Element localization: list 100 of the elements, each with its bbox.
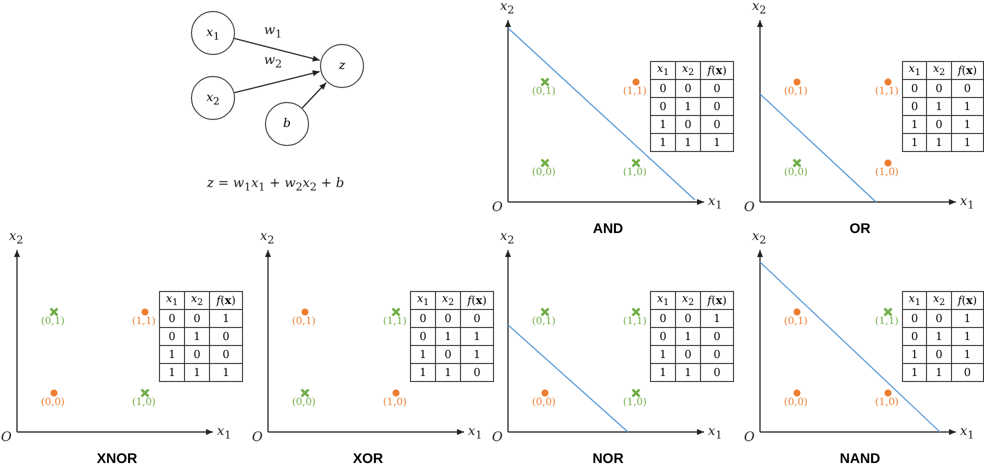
table-cell: 1 [951, 98, 984, 116]
table-cell: 0 [926, 116, 952, 134]
header-cell: f(x) [951, 62, 984, 80]
arrow [302, 82, 327, 108]
table-cell: 0 [436, 346, 460, 364]
header-cell: f(x) [210, 292, 242, 310]
point-label: (0,1) [532, 86, 556, 97]
table-cell: 0 [700, 98, 734, 116]
table-cell: 1 [650, 134, 676, 152]
point-label: (1,0) [623, 397, 647, 408]
point-label: (1,0) [623, 167, 647, 178]
table-cell: 0 [926, 346, 952, 364]
table-cell: 0 [410, 328, 436, 346]
header-cell: x$_{2}$ [436, 292, 460, 310]
table-cell: 0 [160, 328, 184, 346]
table-cell: 1 [460, 346, 494, 364]
header-cell: x$_{2}$ [676, 292, 700, 310]
header-cell: x$_{2}$ [184, 292, 210, 310]
header-cell: f(x) [700, 292, 734, 310]
table-cell: 0 [700, 328, 734, 346]
table-cell: 0 [902, 328, 927, 346]
point-label: (1,1) [383, 316, 407, 327]
table-cell: 0 [460, 364, 494, 382]
point-label: (1,0) [383, 397, 407, 408]
axis-label: x$_{2}$ [500, 0, 514, 17]
table-cell: 1 [210, 364, 242, 382]
circle-node: x$_{1}$ [191, 11, 235, 55]
table-cell: 1 [902, 364, 927, 382]
table-cell: 1 [676, 328, 700, 346]
edge-label: w$_{2}$ [264, 53, 282, 71]
table-cell: 1 [951, 346, 984, 364]
table-cell: 0 [210, 346, 242, 364]
table-cell: 1 [460, 328, 494, 346]
table-cell: 1 [676, 364, 700, 382]
table-cell: 1 [951, 310, 984, 328]
point-label: (0,1) [41, 316, 65, 327]
table-cell: 0 [676, 346, 700, 364]
axis-label: x$_{1}$ [708, 194, 722, 212]
table-cell: 0 [902, 98, 927, 116]
origin-label: O [744, 200, 755, 215]
axis-label: x$_{2}$ [500, 229, 514, 247]
header-cell: f(x) [460, 292, 494, 310]
axis-label: x$_{2}$ [9, 229, 24, 247]
chart-title: NOR [592, 450, 624, 464]
table-cell: 1 [926, 364, 952, 382]
table-cell: 0 [951, 80, 984, 98]
table-cell: 0 [650, 98, 676, 116]
table-cell: 1 [676, 98, 700, 116]
table-cell: 1 [436, 364, 460, 382]
table-cell: 0 [410, 310, 436, 328]
origin-label: O [492, 430, 503, 445]
table-cell: 0 [700, 80, 734, 98]
header-cell: x$_{1}$ [902, 292, 927, 310]
table-cell: 1 [902, 346, 927, 364]
point-label: (0,0) [784, 167, 808, 178]
formula: z = w$_{1}$x$_{1}$ + w$_{2}$x$_{2}$ + b [207, 176, 344, 194]
axis-label: x$_{1}$ [217, 424, 232, 442]
origin-label: O [1, 430, 12, 445]
point-label: (1,0) [875, 397, 899, 408]
point-label: (0,0) [292, 397, 316, 408]
point-label: (0,1) [292, 316, 316, 327]
header-cell: x$_{1}$ [650, 62, 676, 80]
origin-label: O [492, 200, 503, 215]
table-cell: 0 [926, 80, 952, 98]
point-label: (1,0) [875, 167, 899, 178]
header-cell: x$_{1}$ [160, 292, 184, 310]
table-cell: 0 [700, 116, 734, 134]
axis-label: x$_{1}$ [960, 194, 974, 212]
table-cell: 0 [700, 364, 734, 382]
circle-node: z [320, 44, 364, 88]
header-cell: f(x) [951, 292, 984, 310]
table-cell: 1 [902, 116, 927, 134]
point-label: (0,0) [41, 397, 65, 408]
table-cell: 0 [650, 80, 676, 98]
circle-node: x$_{2}$ [191, 76, 235, 120]
axis-label: x$_{1}$ [468, 424, 482, 442]
header-cell: x$_{1}$ [902, 62, 927, 80]
axis-label: x$_{2}$ [752, 0, 766, 17]
header-cell: x$_{2}$ [676, 62, 700, 80]
table-cell: 1 [926, 134, 952, 152]
table-cell: 0 [700, 346, 734, 364]
table-cell: 1 [210, 310, 242, 328]
table-cell: 1 [160, 346, 184, 364]
table-cell: 0 [184, 310, 210, 328]
origin-label: O [252, 430, 263, 445]
table-cell: 1 [926, 328, 952, 346]
axis-label: x$_{1}$ [960, 424, 974, 442]
table-cell: 1 [902, 134, 927, 152]
table-cell: 1 [410, 346, 436, 364]
chart-title: XOR [352, 450, 384, 464]
chart-title: NAND [840, 450, 880, 464]
chart-title: OR [850, 220, 870, 236]
table-cell: 0 [650, 310, 676, 328]
table-cell: 1 [184, 364, 210, 382]
point-label: (1,1) [132, 316, 156, 327]
arrow [234, 38, 320, 62]
axis-label: x$_{2}$ [260, 229, 274, 247]
table-cell: 0 [460, 310, 494, 328]
axis-label: x$_{1}$ [708, 424, 722, 442]
table-cell: 1 [650, 346, 676, 364]
